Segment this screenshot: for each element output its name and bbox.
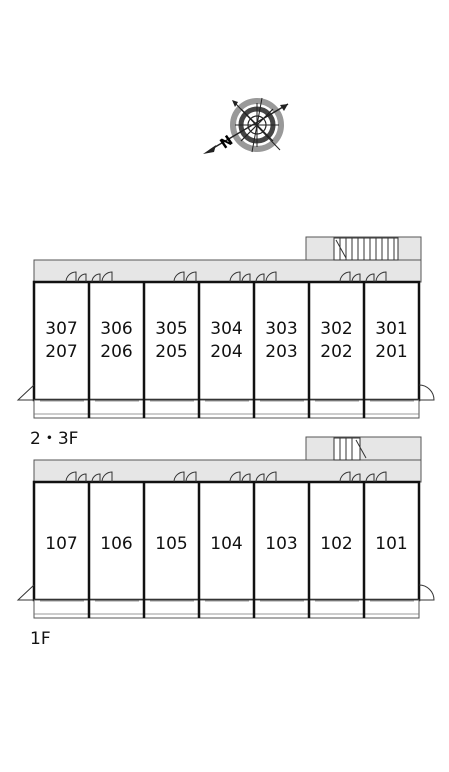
- floor-label: 1F: [30, 629, 51, 649]
- floor-plan-2-3f: 307 207 306 206 305 205 304 204 303 203 …: [16, 236, 435, 449]
- unit-label: 105: [155, 534, 187, 554]
- compass-rose-icon: [203, 97, 289, 154]
- unit-label-upper: 301: [375, 319, 407, 339]
- unit-label: 101: [375, 534, 407, 554]
- unit-label-lower: 201: [375, 342, 407, 362]
- unit-label: 104: [210, 534, 242, 554]
- door-icons: [16, 271, 435, 401]
- stair-area: [305, 436, 422, 461]
- unit-label-lower: 203: [265, 342, 297, 362]
- unit-labels-2-3f: 307 207 306 206 305 205 304 204 303 203 …: [45, 319, 407, 362]
- unit-label-lower: 202: [320, 342, 352, 362]
- unit-label-lower: 204: [210, 342, 242, 362]
- staircase-icon: [333, 237, 399, 261]
- unit-label-upper: 306: [100, 319, 132, 339]
- unit-label: 107: [45, 534, 77, 554]
- unit-labels-1f: 107 106 105 104 103 102 101: [45, 534, 407, 554]
- unit-label-lower: 207: [45, 342, 77, 362]
- unit-label-upper: 307: [45, 319, 77, 339]
- unit-label-upper: 305: [155, 319, 187, 339]
- unit-label: 102: [320, 534, 352, 554]
- floor-label: 2・3F: [30, 429, 78, 449]
- unit-label: 106: [100, 534, 132, 554]
- unit-label-upper: 302: [320, 319, 352, 339]
- staircase-icon: [333, 437, 367, 461]
- unit-label-lower: 205: [155, 342, 187, 362]
- door-icons: [16, 471, 435, 601]
- unit-label-upper: 303: [265, 319, 297, 339]
- floor-plan-1f: 107 106 105 104 103 102 101 1F: [16, 436, 435, 649]
- unit-label-lower: 206: [100, 342, 132, 362]
- unit-label-upper: 304: [210, 319, 242, 339]
- unit-label: 103: [265, 534, 297, 554]
